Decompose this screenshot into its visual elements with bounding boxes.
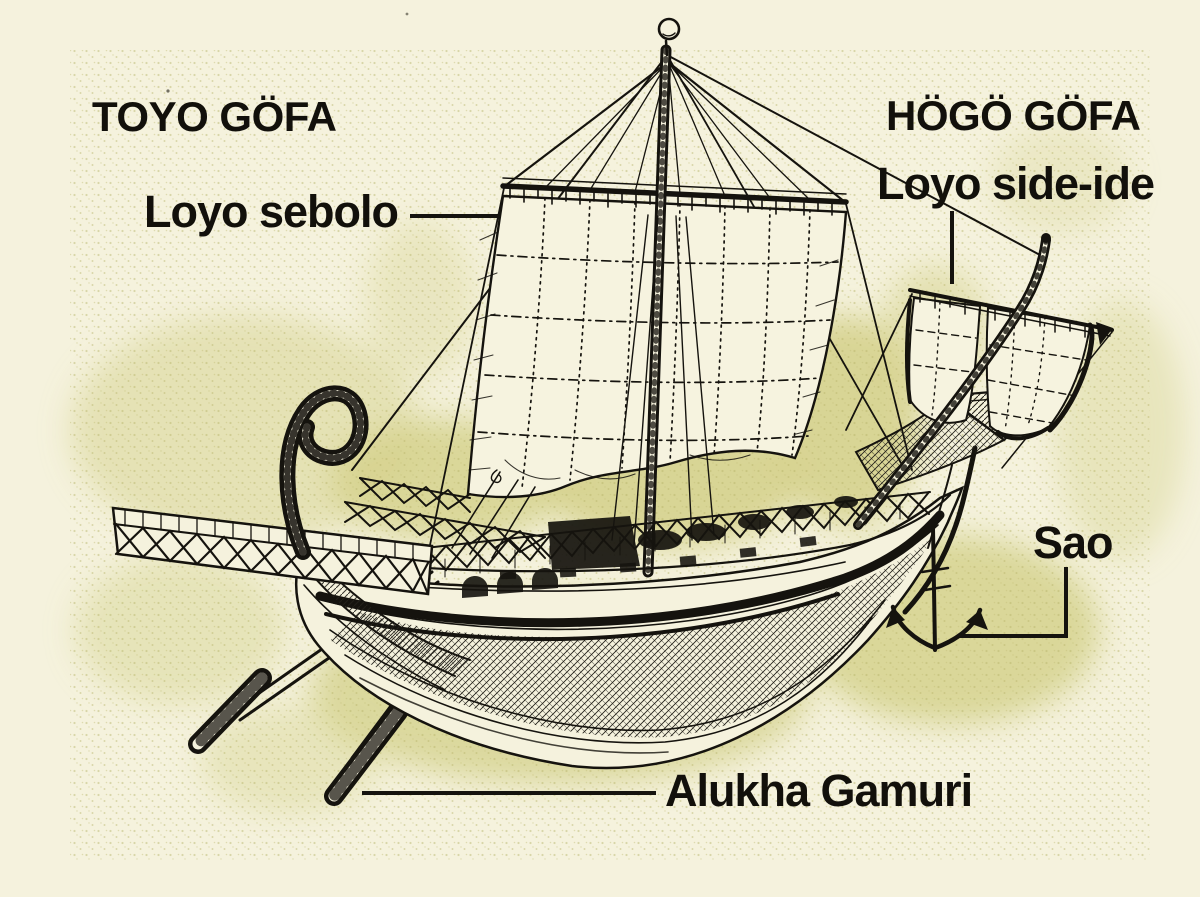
label-foresail: Loyo side-ide bbox=[877, 158, 1155, 209]
leader-lines bbox=[362, 211, 1068, 795]
anchor-drawing bbox=[886, 464, 988, 652]
swan-neck-figurehead bbox=[279, 385, 369, 560]
leader-line-anchor bbox=[958, 567, 1068, 638]
foremast bbox=[853, 233, 1051, 530]
heading-right: HÖGÖ GÖFA bbox=[886, 92, 1141, 139]
hull-drawing bbox=[294, 445, 978, 770]
label-anchor: Sao bbox=[1033, 517, 1114, 568]
label-steering-oar: Alukha Gamuri bbox=[665, 765, 973, 816]
label-mainsail: Loyo sebolo bbox=[144, 186, 399, 237]
main-mast bbox=[451, 17, 849, 578]
stern-gallery bbox=[111, 506, 434, 596]
heading-left: TOYO GÖFA bbox=[92, 93, 337, 140]
